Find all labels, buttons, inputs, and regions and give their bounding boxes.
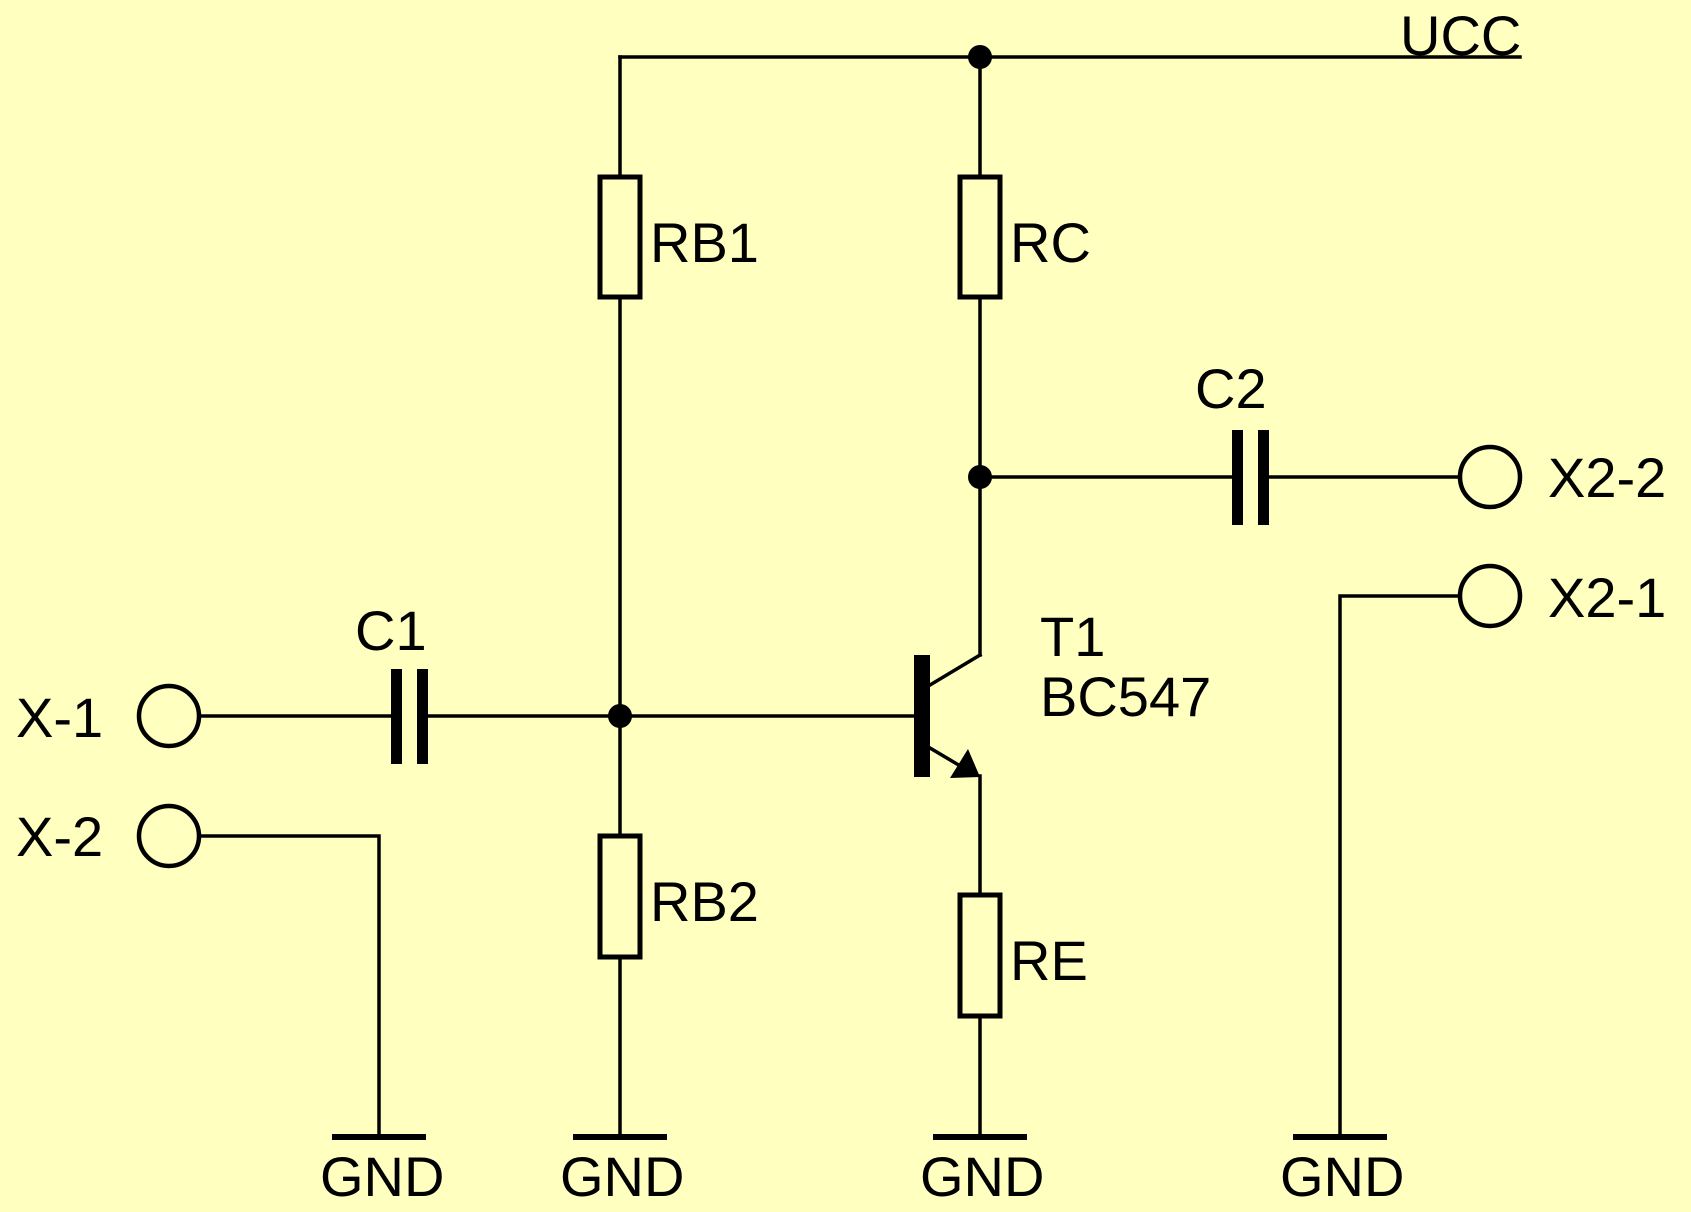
terminal-x2-1 <box>1457 563 1523 629</box>
emitter-arrow-icon <box>950 749 980 778</box>
capacitor-plate <box>1232 430 1243 525</box>
transistor-type-label: BC547 <box>1040 665 1211 728</box>
resistor-rc <box>957 174 1003 300</box>
resistors <box>597 174 1003 1019</box>
resistor-rb1 <box>597 174 643 300</box>
capacitors <box>391 430 1269 764</box>
capacitor-plate <box>417 669 428 764</box>
wires <box>196 55 1522 1138</box>
ground-label: GND <box>920 1145 1044 1208</box>
resistor-label-rb1: RB1 <box>650 211 759 274</box>
terminal-label-x2-2: X2-2 <box>1548 446 1666 509</box>
resistor-label-rb2: RB2 <box>650 870 759 933</box>
capacitor-label-c1: C1 <box>355 599 427 662</box>
capacitor-c1 <box>391 669 428 764</box>
resistor-re <box>957 892 1003 1019</box>
supply-label: UCC <box>1400 4 1521 67</box>
resistor-label-rc: RC <box>1010 211 1091 274</box>
junction-dot <box>968 45 992 69</box>
resistor-label-re: RE <box>1010 929 1088 992</box>
labels: UCC RB1 RC RB2 RE C1 C2 T1 BC547 X-1 X-2… <box>16 4 1666 1208</box>
resistor-rb2 <box>597 833 643 960</box>
terminals <box>136 444 1523 869</box>
capacitor-plate <box>1258 430 1269 525</box>
terminal-x-2 <box>136 803 202 869</box>
capacitor-plate <box>391 669 402 764</box>
ground-label: GND <box>560 1145 684 1208</box>
capacitor-label-c2: C2 <box>1195 357 1267 420</box>
terminal-label-x2-1: X2-1 <box>1548 566 1666 629</box>
transistor-ref-label: T1 <box>1040 605 1105 668</box>
transistor-base-bar <box>914 655 930 777</box>
input-ground-wire <box>196 834 381 1138</box>
transistor-collector-lead <box>927 652 983 688</box>
ground-label: GND <box>1280 1145 1404 1208</box>
junctions <box>608 45 992 728</box>
terminal-x2-2 <box>1457 444 1523 510</box>
ground-label: GND <box>320 1145 444 1208</box>
capacitor-c2 <box>1232 430 1269 525</box>
transistor-t1 <box>914 652 983 778</box>
junction-dot <box>968 465 992 489</box>
output-ground-wire <box>1338 594 1462 1138</box>
terminal-label-x-2: X-2 <box>16 805 103 868</box>
transistor-emitter-lead <box>927 745 965 770</box>
terminal-label-x-1: X-1 <box>16 686 103 749</box>
junction-dot <box>608 704 632 728</box>
terminal-x-1 <box>136 683 202 749</box>
